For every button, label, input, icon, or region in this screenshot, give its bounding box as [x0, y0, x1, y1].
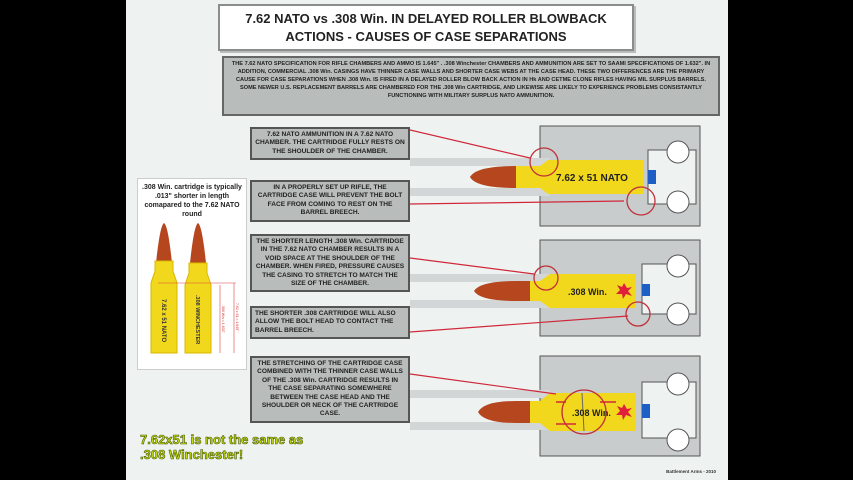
separation-highlight [561, 389, 607, 435]
barrel-lower [410, 188, 550, 196]
barrel-upper [410, 158, 550, 166]
nato-dimension: 7.62 x 51 = 1.645" [235, 303, 239, 332]
win-cartridge-label: .308 WINCHESTER [194, 295, 200, 344]
shoulder-highlight [529, 147, 559, 177]
note-line-2: .308 Winchester! [140, 447, 244, 463]
slide: 7.62 NATO vs .308 Win. IN DELAYED ROLLER… [126, 0, 728, 480]
page-title: 7.62 NATO vs .308 Win. IN DELAYED ROLLER… [218, 4, 634, 51]
callout-void-space: THE SHORTER LENGTH .308 Win. CARTRIDGE I… [250, 234, 410, 293]
callout-bolt-face: IN A PROPERLY SET UP RIFLE, THE CARTRIDG… [250, 180, 410, 222]
barrel-lower [410, 422, 550, 430]
arrow-shoulder [410, 129, 531, 159]
separation-line [581, 392, 585, 432]
callout-nato-shoulder: 7.62 NATO AMMUNITION IN A 7.62 NATO CHAM… [250, 127, 410, 161]
nato-case [150, 260, 178, 354]
cartridge-comparison-panel: .308 Win. cartridge is typically .013" s… [137, 178, 247, 370]
comparison-caption: .308 Win. cartridge is typically .013" s… [142, 184, 242, 218]
barrel-upper [410, 274, 550, 282]
win-bullet [190, 223, 206, 263]
roller-upper [666, 372, 690, 396]
nato-cartridge-label: 7.62 x 51 NATO [160, 299, 166, 342]
void-highlight [533, 265, 559, 291]
title-line-2: ACTIONS - CAUSES OF CASE SEPARATIONS [285, 29, 567, 44]
cartridge-label: .308 Win. [568, 287, 607, 297]
308-in-nato-chamber-diagram: .308 Win. [410, 239, 701, 337]
arrow-breech [410, 315, 629, 333]
cartridge-label: .308 Win. [572, 408, 611, 418]
cartridge-comparison-figure: 7.62 x 51 NATO .308 WINCHESTER .308 Win … [150, 223, 239, 354]
note-text: 7.62x51 is not the same as .308 Winchest… [140, 432, 304, 463]
pressure-burst-icon [616, 283, 632, 299]
arrow-breech [410, 200, 625, 205]
bullet [478, 401, 530, 423]
roller-upper [666, 140, 690, 164]
firing-pin [642, 404, 650, 418]
callout-case-separation: THE STRETCHING OF THE CARTRIDGE CASE COM… [250, 356, 410, 423]
breech-highlight [625, 301, 651, 327]
firing-pin [642, 284, 650, 296]
roller-lower [666, 190, 690, 214]
win-case [184, 262, 212, 354]
bullet [470, 166, 526, 188]
barrel-lower [410, 300, 550, 308]
win-dimension: .308 Win = 1.632" [221, 305, 225, 334]
bullet [474, 281, 530, 301]
breech-highlight [626, 186, 656, 216]
arrow-void [410, 257, 535, 275]
cartridge-label: 7.62 x 51 NATO [556, 173, 628, 184]
footer-credit: Battlement Arms - 2010 [666, 469, 716, 474]
note-line-1: 7.62x51 is not the same as [140, 432, 304, 448]
nato-chamber-diagram: 7.62 x 51 NATO [410, 125, 701, 227]
cartridge-case [516, 160, 644, 194]
roller-lower [666, 302, 690, 326]
firing-pin [648, 170, 656, 184]
callout-bolt-head: THE SHORTER .308 CARTRIDGE WILL ALSO ALL… [250, 306, 410, 340]
title-line-1: 7.62 NATO vs .308 Win. IN DELAYED ROLLER… [245, 11, 607, 26]
arrow-separation [410, 373, 557, 395]
summary-box: THE 7.62 NATO SPECIFICATION FOR RIFLE CH… [222, 56, 720, 116]
roller-upper [666, 254, 690, 278]
pressure-burst-icon [616, 404, 632, 420]
nato-bullet [156, 223, 172, 263]
roller-lower [666, 428, 690, 452]
barrel-upper [410, 390, 550, 398]
case-separation-diagram: .308 Win. [410, 355, 701, 457]
